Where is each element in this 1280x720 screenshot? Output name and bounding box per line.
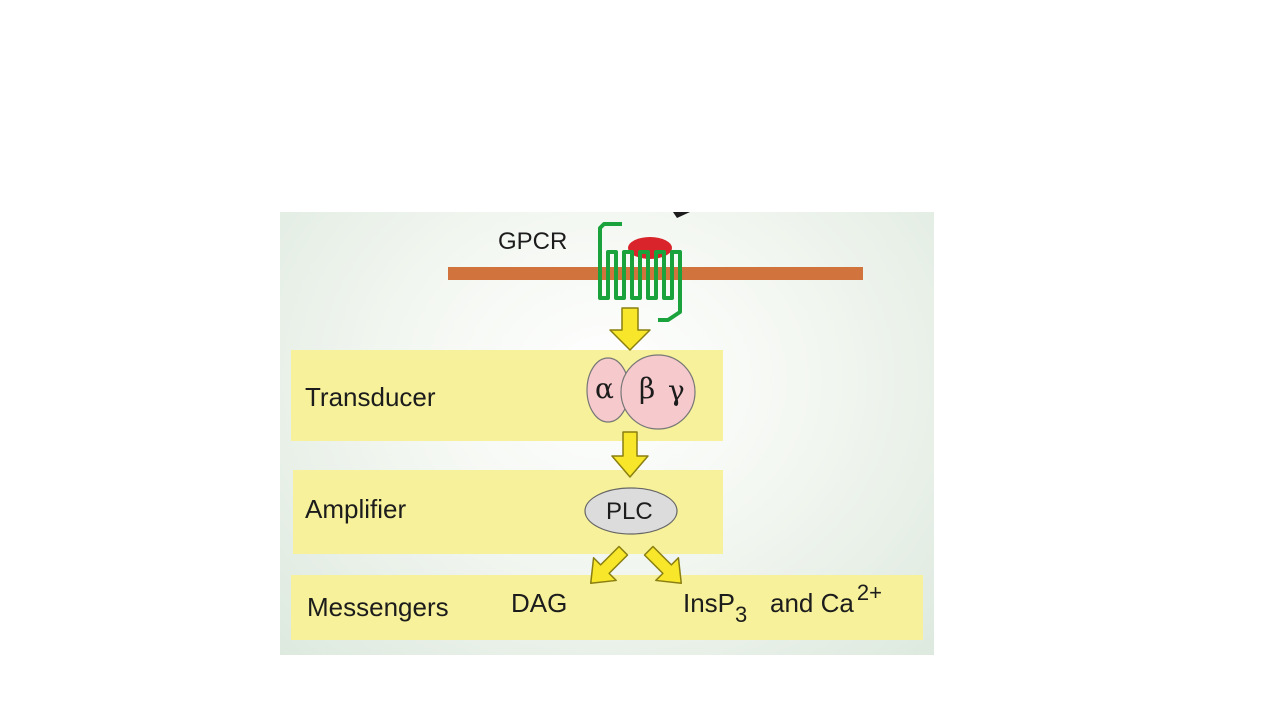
arrow-gprotein-to-plc [611,431,649,478]
plc-label: PLC [606,498,653,525]
arrow-plc-to-dag [589,545,629,585]
and-ca-text: and Ca [770,588,854,618]
amplifier-label: Amplifier [305,494,407,524]
alpha-label: α [595,372,614,405]
diagram-graphics [448,212,863,585]
gpcr-signaling-diagram: GPCR α β γ PLC Transducer Amplifier Mess… [280,212,934,655]
arrow-receptor-to-gprotein [609,307,651,351]
dag-label: DAG [511,588,568,618]
transducer-label: Transducer [305,382,436,412]
g-protein-beta-gamma-subunit [620,354,696,430]
gamma-label: γ [668,374,685,407]
gpcr-receptor [598,222,682,322]
ca-superscript: 2+ [856,580,882,605]
insp-base-text: InsP [683,588,736,618]
plc-enzyme [584,487,678,535]
beta-label: β [639,372,656,405]
insp3-label: InsP3 [683,588,747,627]
arrow-plc-to-insp3 [643,545,683,585]
gpcr-label: GPCR [498,228,568,255]
signal-arrowhead [673,212,690,218]
messengers-band [291,575,923,640]
insp-subscript: 3 [735,602,748,627]
messengers-label: Messengers [307,592,449,622]
